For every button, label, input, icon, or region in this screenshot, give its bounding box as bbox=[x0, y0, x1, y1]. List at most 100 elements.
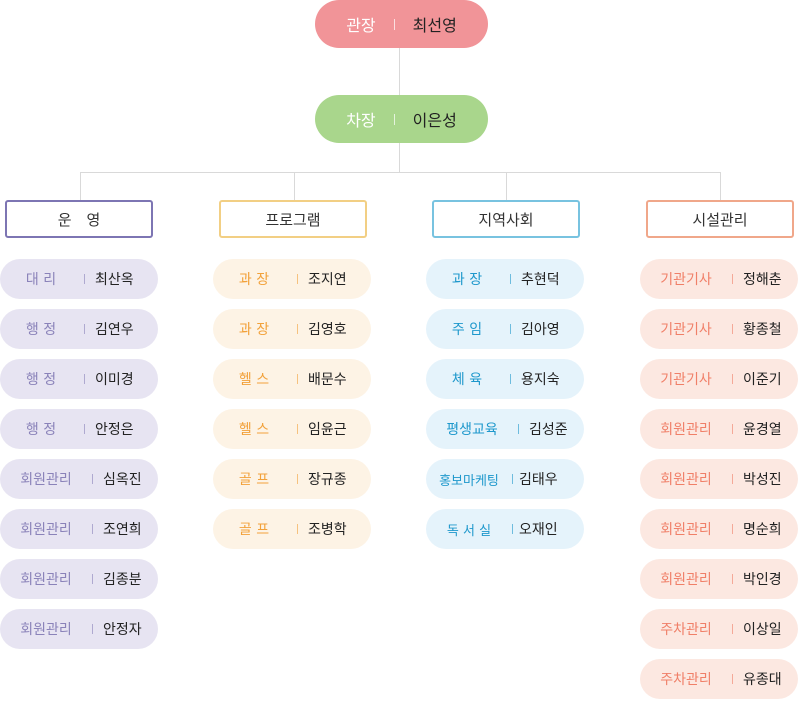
member-role: 주차관리 bbox=[660, 622, 712, 638]
member-name: 유종대 bbox=[743, 672, 782, 688]
member-role: 회원관리 bbox=[660, 572, 712, 588]
member-name: 안정은 bbox=[95, 422, 134, 438]
member-name: 추현덕 bbox=[521, 272, 560, 288]
member-role: 골 프 bbox=[238, 522, 270, 538]
separator bbox=[297, 324, 298, 334]
connector-dept-3 bbox=[506, 172, 507, 200]
member-name: 심옥진 bbox=[103, 472, 142, 488]
member-name: 명순희 bbox=[743, 522, 782, 538]
member-role: 행 정 bbox=[25, 422, 57, 438]
separator bbox=[297, 474, 298, 484]
separator bbox=[732, 524, 733, 534]
member-name: 김영호 bbox=[308, 322, 347, 338]
member-role: 골 프 bbox=[238, 472, 270, 488]
member-role: 회원관리 bbox=[20, 622, 72, 638]
member-name: 김아영 bbox=[521, 322, 560, 338]
separator bbox=[84, 374, 85, 384]
separator bbox=[297, 524, 298, 534]
separator bbox=[92, 574, 93, 584]
member-name: 박인경 bbox=[743, 572, 782, 588]
member-role: 회원관리 bbox=[660, 422, 712, 438]
separator bbox=[510, 274, 511, 284]
separator bbox=[84, 324, 85, 334]
member-item: 대 리 최산옥 bbox=[0, 259, 158, 299]
member-item: 회원관리 심옥진 bbox=[0, 459, 158, 499]
member-role: 기관기사 bbox=[660, 372, 712, 388]
separator bbox=[518, 424, 519, 434]
member-item: 골 프 조병학 bbox=[213, 509, 371, 549]
member-name: 김성준 bbox=[529, 422, 568, 438]
member-item: 기관기사 이준기 bbox=[640, 359, 798, 399]
separator bbox=[92, 474, 93, 484]
member-name: 황종철 bbox=[743, 322, 782, 338]
separator bbox=[393, 18, 395, 30]
director-role: 관장 bbox=[346, 16, 376, 35]
member-item: 과 장 추현덕 bbox=[426, 259, 584, 299]
member-name: 이준기 bbox=[743, 372, 782, 388]
member-role: 회원관리 bbox=[660, 472, 712, 488]
member-item: 행 정 안정은 bbox=[0, 409, 158, 449]
member-role: 과 장 bbox=[451, 272, 483, 288]
separator bbox=[393, 113, 395, 125]
member-name: 박성진 bbox=[743, 472, 782, 488]
member-role: 헬 스 bbox=[238, 372, 270, 388]
member-item: 헬 스 배문수 bbox=[213, 359, 371, 399]
member-role: 행 정 bbox=[25, 322, 57, 338]
separator bbox=[512, 524, 513, 534]
separator bbox=[732, 674, 733, 684]
connector-deputy-down bbox=[399, 143, 400, 172]
separator bbox=[732, 374, 733, 384]
department-header: 시설관리 bbox=[646, 200, 794, 238]
member-name: 이미경 bbox=[95, 372, 134, 388]
separator bbox=[732, 574, 733, 584]
member-item: 회원관리 박성진 bbox=[640, 459, 798, 499]
member-name: 윤경열 bbox=[743, 422, 782, 438]
director-name: 최선영 bbox=[412, 16, 457, 35]
member-item: 회원관리 윤경열 bbox=[640, 409, 798, 449]
member-role: 독 서 실 bbox=[446, 523, 492, 539]
member-name: 배문수 bbox=[308, 372, 347, 388]
separator bbox=[732, 624, 733, 634]
member-role: 회원관리 bbox=[20, 472, 72, 488]
member-role: 행 정 bbox=[25, 372, 57, 388]
member-name: 조병학 bbox=[308, 522, 347, 538]
separator bbox=[732, 424, 733, 434]
member-name: 이상일 bbox=[743, 622, 782, 638]
separator bbox=[297, 424, 298, 434]
member-role: 헬 스 bbox=[238, 422, 270, 438]
member-item: 주차관리 이상일 bbox=[640, 609, 798, 649]
deputy-name: 이은성 bbox=[412, 111, 457, 130]
member-role: 체 육 bbox=[451, 372, 483, 388]
member-role: 회원관리 bbox=[20, 522, 72, 538]
member-role: 대 리 bbox=[25, 272, 57, 288]
separator bbox=[512, 474, 513, 484]
member-name: 조지연 bbox=[308, 272, 347, 288]
member-role: 평생교육 bbox=[446, 422, 498, 438]
member-item: 회원관리 박인경 bbox=[640, 559, 798, 599]
separator bbox=[297, 374, 298, 384]
member-role: 회원관리 bbox=[20, 572, 72, 588]
connector-director-deputy bbox=[399, 48, 400, 95]
department-header: 프로그램 bbox=[219, 200, 367, 238]
member-role: 주 임 bbox=[451, 322, 483, 338]
member-name: 최산옥 bbox=[95, 272, 134, 288]
connector-dept-1 bbox=[80, 172, 81, 200]
separator bbox=[510, 374, 511, 384]
separator bbox=[297, 274, 298, 284]
separator bbox=[92, 524, 93, 534]
connector-dept-4 bbox=[720, 172, 721, 200]
